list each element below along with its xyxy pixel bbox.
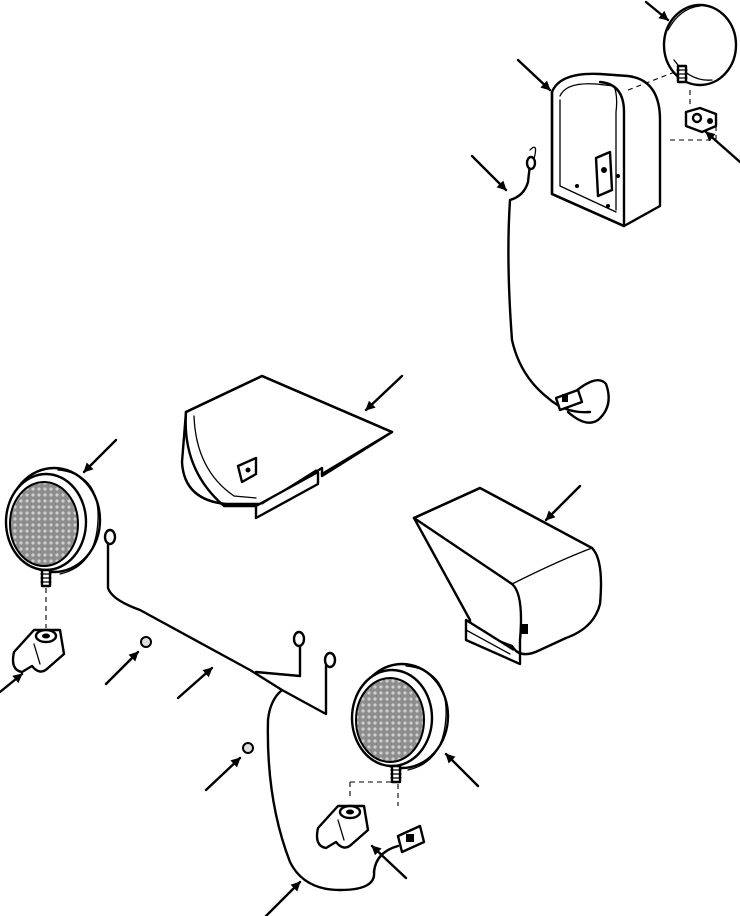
right-headlight (349, 662, 450, 806)
right-nut (242, 742, 254, 754)
right-fender-bracket (412, 486, 603, 666)
front-connector (372, 824, 426, 874)
callout-arrow-front-connector (370, 844, 408, 880)
callout-arrow-left-bracket (0, 672, 24, 694)
callout-arrow-rear-harness (470, 154, 508, 192)
rear-connector (554, 388, 584, 412)
callout-arrow-left-fender-bracket (364, 374, 404, 412)
rear-light-housing (550, 69, 681, 228)
rear-floodlight (662, 3, 738, 87)
callout-arrow-rear-floodlight (644, 0, 670, 22)
left-mounting-bracket (11, 628, 66, 674)
callout-arrow-rear-housing (516, 58, 552, 92)
rear-mounting-bracket (670, 90, 718, 141)
right-mounting-bracket (315, 804, 370, 850)
callout-arrow-rear-bracket (704, 130, 740, 164)
callout-arrow-right-fender-bracket (544, 484, 582, 522)
front-harness (103, 528, 376, 892)
callout-arrow-left-nut (104, 650, 140, 686)
left-headlight (4, 466, 102, 628)
callout-arrow-right-headlight (444, 752, 480, 788)
left-fender-bracket (180, 374, 394, 520)
rear-harness (507, 146, 610, 424)
callout-arrow-front-harness-lower (264, 880, 302, 916)
callout-arrow-front-harness (176, 666, 214, 700)
callout-arrow-left-headlight (82, 438, 118, 474)
callout-arrow-right-nut (204, 756, 242, 792)
left-nut (140, 636, 152, 648)
